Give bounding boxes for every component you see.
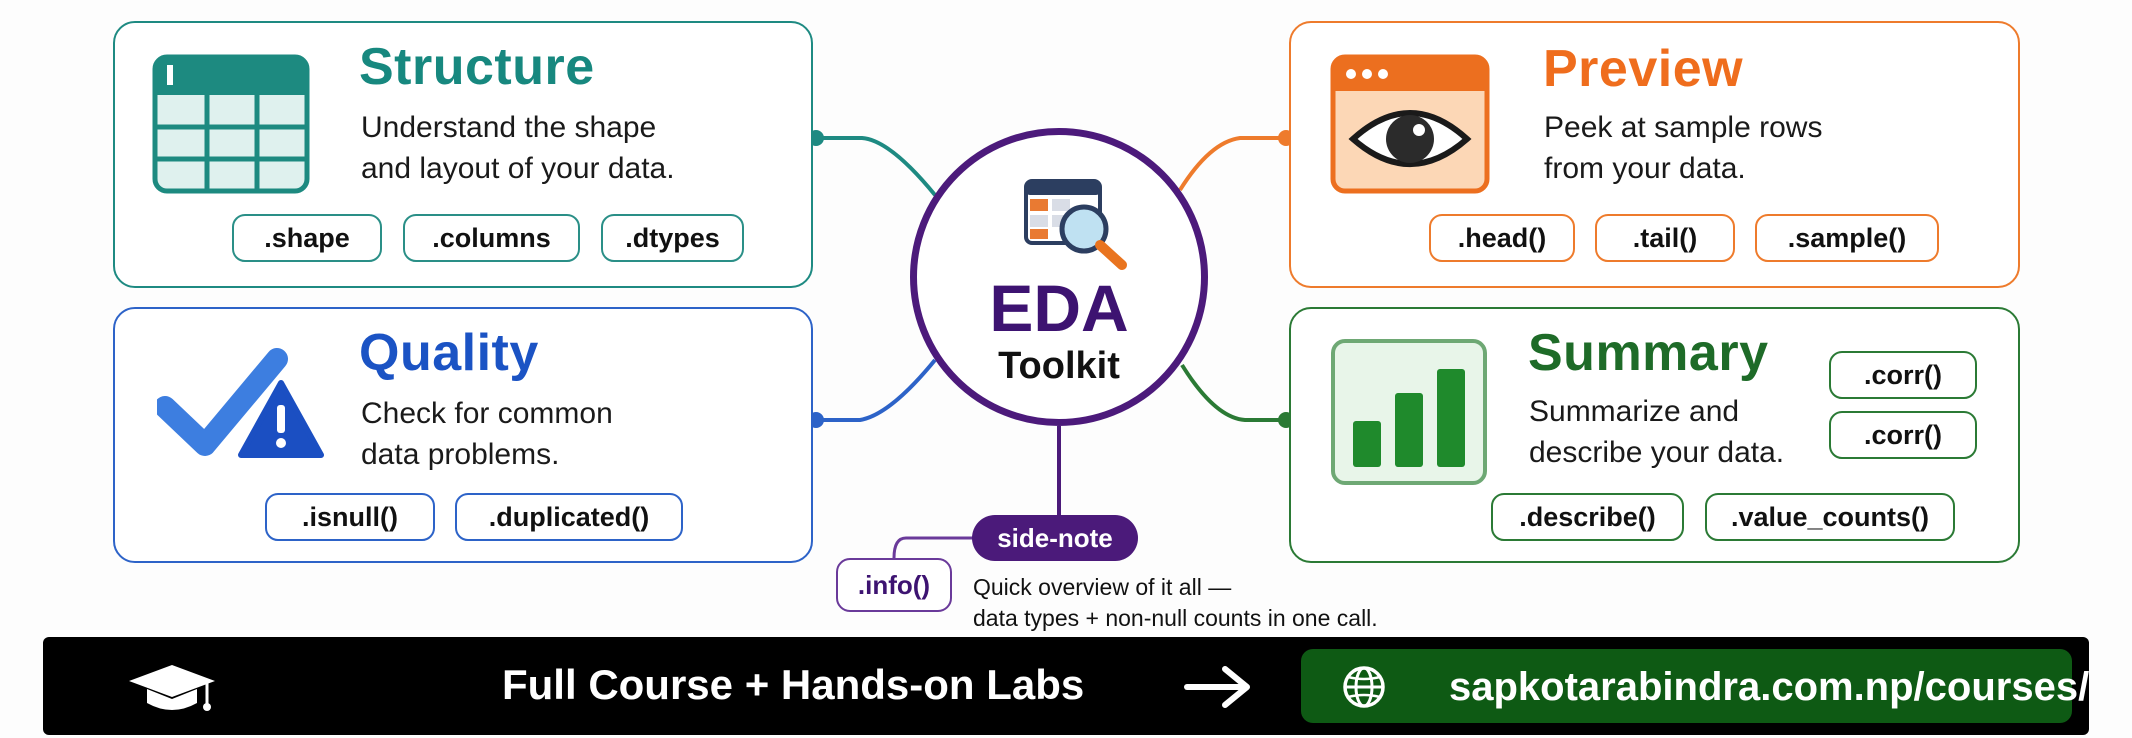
globe-icon (1341, 664, 1387, 715)
method-chip-info[interactable]: .info() (836, 558, 952, 612)
method-chip-shape[interactable]: .shape (232, 214, 382, 262)
bar-chart-icon (1329, 337, 1489, 492)
connector-preview (1178, 136, 1289, 192)
connector-summary (1180, 363, 1289, 422)
table-grid-icon (151, 53, 311, 200)
method-chip-duplicated[interactable]: .duplicated() (455, 493, 683, 541)
method-chip-columns[interactable]: .columns (403, 214, 580, 262)
connector-structure (813, 136, 937, 197)
side-note-badge: side-note (972, 515, 1138, 561)
method-chip-head[interactable]: .head() (1429, 214, 1575, 262)
course-url-link[interactable]: sapkotarabindra.com.np/courses/ (1449, 665, 2090, 709)
footer-cta-text: Full Course + Hands-on Labs (502, 661, 1085, 708)
eye-window-icon (1329, 53, 1491, 200)
card-title: Preview (1543, 40, 1744, 98)
method-chip-value-counts[interactable]: .value_counts() (1705, 493, 1955, 541)
connector-quality (813, 358, 937, 422)
method-chip-sample[interactable]: .sample() (1755, 214, 1939, 262)
card-preview: Preview Peek at sample rows from your da… (1289, 21, 2020, 288)
hub-subtitle: Toolkit (998, 345, 1120, 387)
footer-banner: Full Course + Hands-on Labs sapkotarabin… (43, 637, 2089, 735)
hub-title: EDA (989, 271, 1129, 345)
eda-toolkit-hub: EDA Toolkit (910, 128, 1208, 426)
method-chip-dtypes[interactable]: .dtypes (601, 214, 744, 262)
method-chip-describe[interactable]: .describe() (1491, 493, 1684, 541)
card-title: Structure (359, 38, 595, 96)
checkmark-warning-icon (154, 345, 327, 470)
card-title: Summary (1528, 324, 1769, 382)
table-magnifier-icon (1022, 177, 1132, 278)
card-title: Quality (359, 324, 539, 382)
method-chip-corr[interactable]: .corr() (1829, 351, 1977, 399)
card-description: Summarize and describe your data. (1529, 395, 1785, 469)
connector-info (892, 536, 978, 559)
arrow-right-icon (1183, 665, 1253, 714)
method-chip-tail[interactable]: .tail() (1595, 214, 1735, 262)
card-summary: Summary Summarize and describe your data… (1289, 307, 2020, 563)
method-chip-isnull[interactable]: .isnull() (265, 493, 435, 541)
course-link-button[interactable]: sapkotarabindra.com.np/courses/ (1301, 649, 2089, 723)
graduation-cap-icon (127, 661, 217, 720)
card-structure: Structure Understand the shape and layou… (113, 21, 813, 288)
side-note-text: Quick overview of it all — data types + … (973, 574, 1378, 631)
card-description: Understand the shape and layout of your … (361, 111, 675, 185)
card-description: Check for common data problems. (361, 397, 613, 471)
card-description: Peek at sample rows from your data. (1544, 111, 1823, 185)
card-quality: Quality Check for common data problems. … (113, 307, 813, 563)
method-chip-corr[interactable]: .corr() (1829, 411, 1977, 459)
